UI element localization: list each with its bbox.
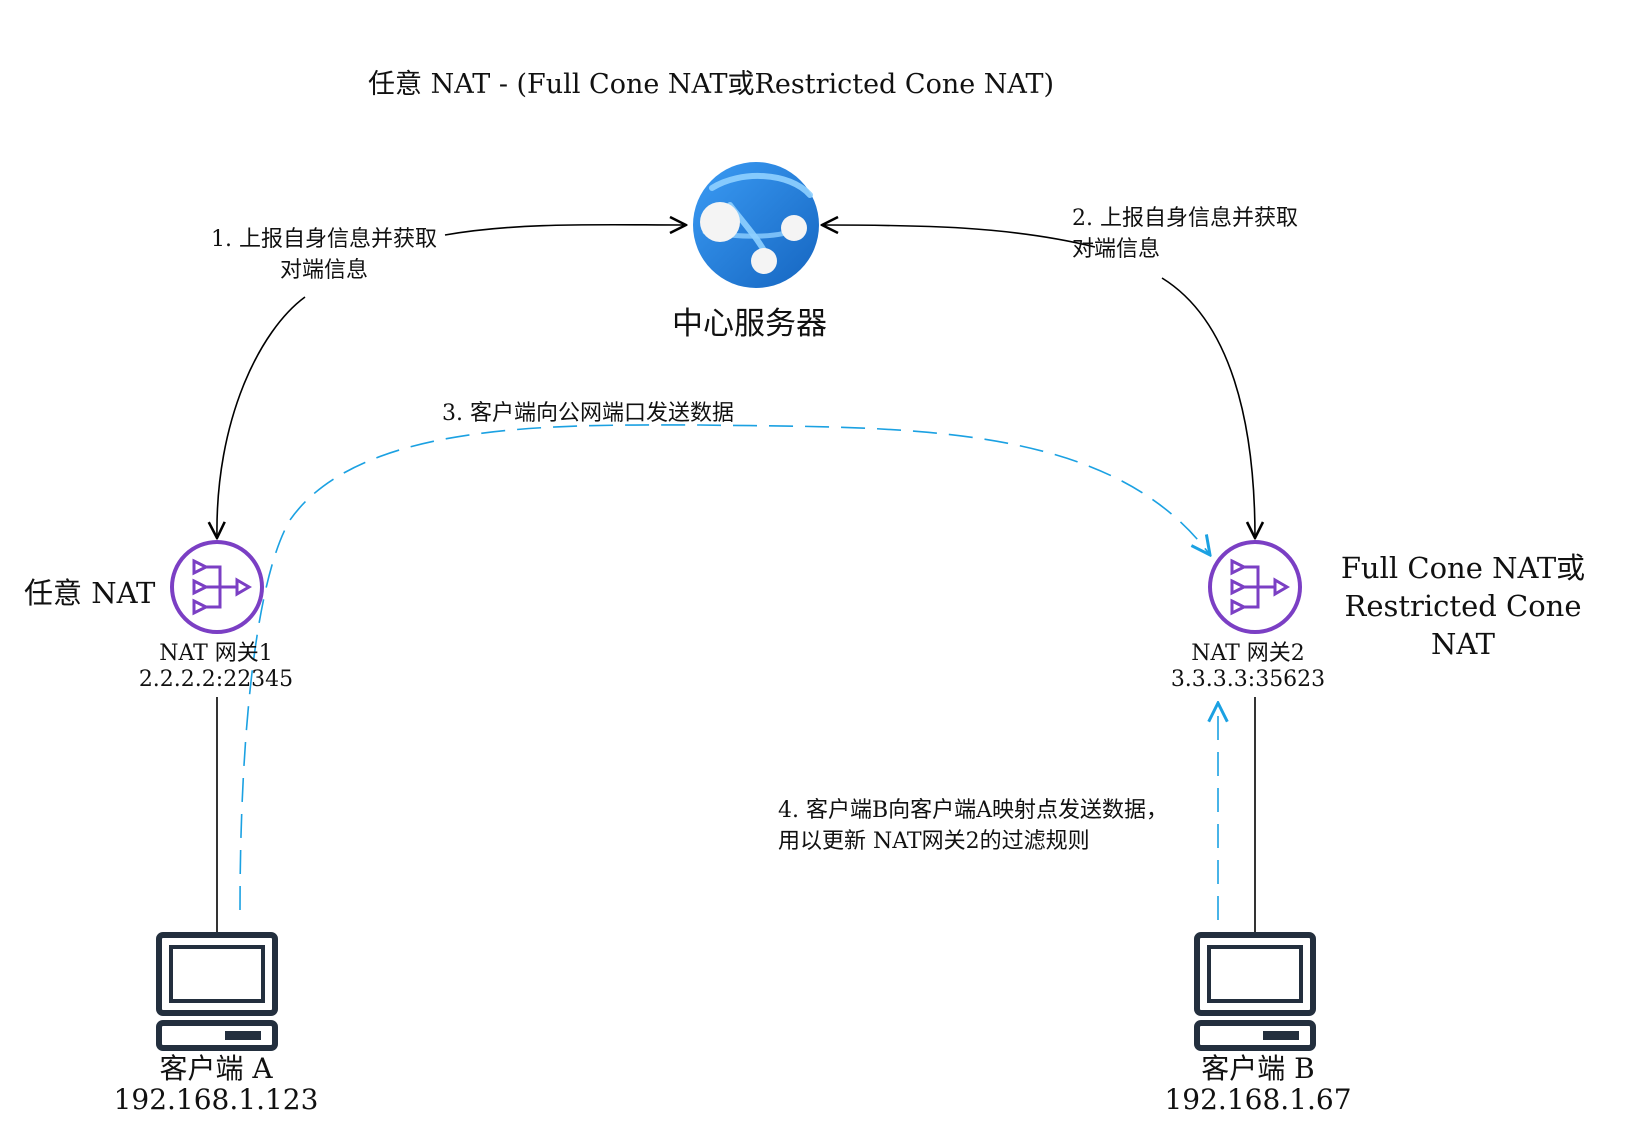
server-label: 中心服务器 (672, 306, 827, 342)
gateway1-address: 2.2.2.2:22345 (138, 667, 294, 692)
globe-network-icon (693, 162, 819, 288)
step2-arrow (822, 225, 1096, 248)
step1-arrow-down (217, 296, 306, 538)
gateway2-name: NAT 网关2 (1191, 641, 1305, 666)
step1-label: 1. 上报自身信息并获取对端信息 (211, 227, 437, 283)
nat-gateway-icon (170, 540, 264, 634)
client-a-ip: 192.168.1.123 (113, 1083, 319, 1116)
step4-label: 4. 客户端B向客户端A映射点发送数据，用以更新 NAT网关2的过滤规则 (778, 798, 1169, 854)
nat-right-type: Full Cone NAT或Restricted Cone NAT (1340, 551, 1586, 661)
client-b-name: 客户端 B (1201, 1052, 1315, 1085)
computer-icon (1194, 932, 1316, 1051)
step3-label: 3. 客户端向公网端口发送数据 (442, 401, 734, 426)
client-a-name: 客户端 A (159, 1052, 273, 1085)
step2-label: 2. 上报自身信息并获取对端信息 (1072, 206, 1298, 262)
client-b-ip: 192.168.1.67 (1164, 1083, 1352, 1116)
diagram-title: 任意 NAT - (Full Cone NAT或Restricted Cone … (368, 69, 1054, 100)
step3-dashed-arrow (239, 424, 1210, 911)
step2-arrow-down (1161, 277, 1255, 538)
gateway2-address: 3.3.3.3:35623 (1170, 667, 1326, 692)
step1-arrow (444, 225, 686, 236)
nat-gateway-icon (1208, 540, 1302, 634)
computer-icon (156, 932, 278, 1051)
nat-left-type: 任意 NAT (24, 576, 156, 610)
gateway1-name: NAT 网关1 (159, 641, 273, 666)
